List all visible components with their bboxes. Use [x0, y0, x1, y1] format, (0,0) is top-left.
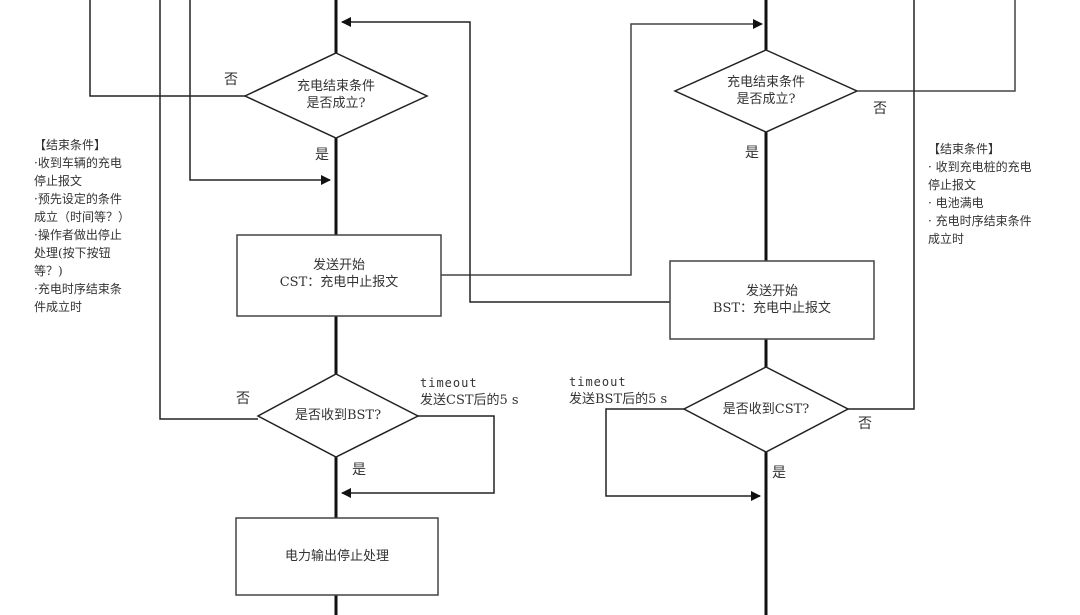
- bst-to-left-flow-line: [341, 17, 670, 303]
- left-timeout-line2: 发送CST后的5 s: [420, 393, 519, 408]
- left-note-title: 【结束条件】: [34, 138, 107, 152]
- left-decision-end-no-label: 否: [224, 72, 238, 88]
- left-send-cst-line1: 发送开始: [312, 258, 365, 273]
- left-timeout-loop-line: [341, 415, 495, 498]
- left-process-send-cst-label: 发送开始 CST：充电中止报文: [237, 257, 441, 291]
- right-decision-recv-cst-yes-label: 是: [772, 465, 786, 481]
- left-process-power-stop-label: 电力输出停止处理: [284, 549, 389, 564]
- left-note-line: ·操作者做出停止: [34, 228, 122, 242]
- left-timeout-label: timeout 发送CST后的5 s: [420, 375, 519, 409]
- right-no-loop-line: [857, 0, 1016, 92]
- right-timeout-line1: timeout: [569, 375, 627, 389]
- right-decision-recv-cst-label: 是否收到CST?: [722, 402, 810, 417]
- right-timeout-label: timeout 发送BST后的5 s: [569, 374, 667, 408]
- left-decision-end-yes-label: 是: [315, 147, 329, 163]
- right-cst-no-line: [848, 0, 915, 410]
- right-note-line: 成立时: [928, 232, 965, 246]
- right-send-bst-line1: 发送开始: [745, 284, 798, 299]
- right-decision-end-yes-label: 是: [745, 145, 759, 161]
- right-note-line: · 电池满电: [928, 196, 984, 210]
- left-note-line: 等？): [34, 264, 63, 278]
- left-note-line: ·预先设定的条件: [34, 192, 122, 206]
- left-process-send-cst: [236, 234, 442, 317]
- left-note-line: 停止报文: [34, 174, 83, 188]
- right-decision-end-condition-label: 充电结束条件 是否成立?: [686, 74, 846, 108]
- cst-to-right-flow-line: [441, 19, 763, 276]
- right-process-send-bst-label: 发送开始 BST：充电中止报文: [670, 283, 874, 317]
- right-decision-recv-cst: [682, 366, 850, 453]
- right-decision-end-condition: [673, 49, 859, 133]
- left-send-cst-line2: CST：充电中止报文: [279, 275, 399, 290]
- right-end-conditions-note: 【结束条件】 · 收到充电桩的充电 停止报文 · 电池满电 · 充电时序结束条件…: [928, 140, 1032, 248]
- left-note-line: 成立（时间等？）: [34, 210, 131, 224]
- left-note-line: ·充电时序结束条: [34, 282, 122, 296]
- left-note-line: 处理(按下按钮: [34, 246, 111, 260]
- left-bst-no-line: [159, 0, 258, 420]
- right-send-bst-line2: BST：充电中止报文: [712, 301, 832, 316]
- right-timeout-line2: 发送BST后的5 s: [569, 392, 668, 407]
- left-return-line: [189, 0, 331, 185]
- left-decision-end-line2: 是否成立?: [306, 96, 366, 111]
- left-decision-end-condition-label: 充电结束条件 是否成立?: [256, 78, 416, 112]
- right-timeout-loop-line: [605, 408, 761, 501]
- right-note-line: · 充电时序结束条件: [928, 214, 1032, 228]
- left-decision-end-line1: 充电结束条件: [296, 79, 375, 94]
- right-note-line: 停止报文: [928, 178, 977, 192]
- right-note-title: 【结束条件】: [928, 142, 1001, 156]
- left-timeout-line1: timeout: [420, 376, 478, 390]
- left-process-power-stop: [235, 517, 439, 596]
- right-decision-end-line2: 是否成立?: [736, 92, 796, 107]
- right-decision-end-line1: 充电结束条件: [726, 75, 805, 90]
- right-decision-recv-cst-no-label: 否: [858, 416, 872, 432]
- left-decision-recv-bst: [256, 373, 420, 458]
- left-no-loop-line: [89, 0, 245, 97]
- left-decision-recv-bst-no-label: 否: [236, 391, 250, 407]
- right-decision-end-no-label: 否: [873, 101, 887, 117]
- left-end-conditions-note: 【结束条件】 ·收到车辆的充电 停止报文 ·预先设定的条件 成立（时间等？） ·…: [34, 136, 130, 316]
- left-note-line: ·收到车辆的充电: [34, 156, 122, 170]
- left-note-line: 件成立时: [34, 300, 83, 314]
- left-decision-recv-bst-yes-label: 是: [352, 462, 366, 478]
- left-decision-recv-bst-label: 是否收到BST?: [294, 408, 382, 423]
- right-process-send-bst: [669, 260, 875, 340]
- left-decision-end-condition: [243, 52, 429, 139]
- right-note-line: · 收到充电桩的充电: [928, 160, 1032, 174]
